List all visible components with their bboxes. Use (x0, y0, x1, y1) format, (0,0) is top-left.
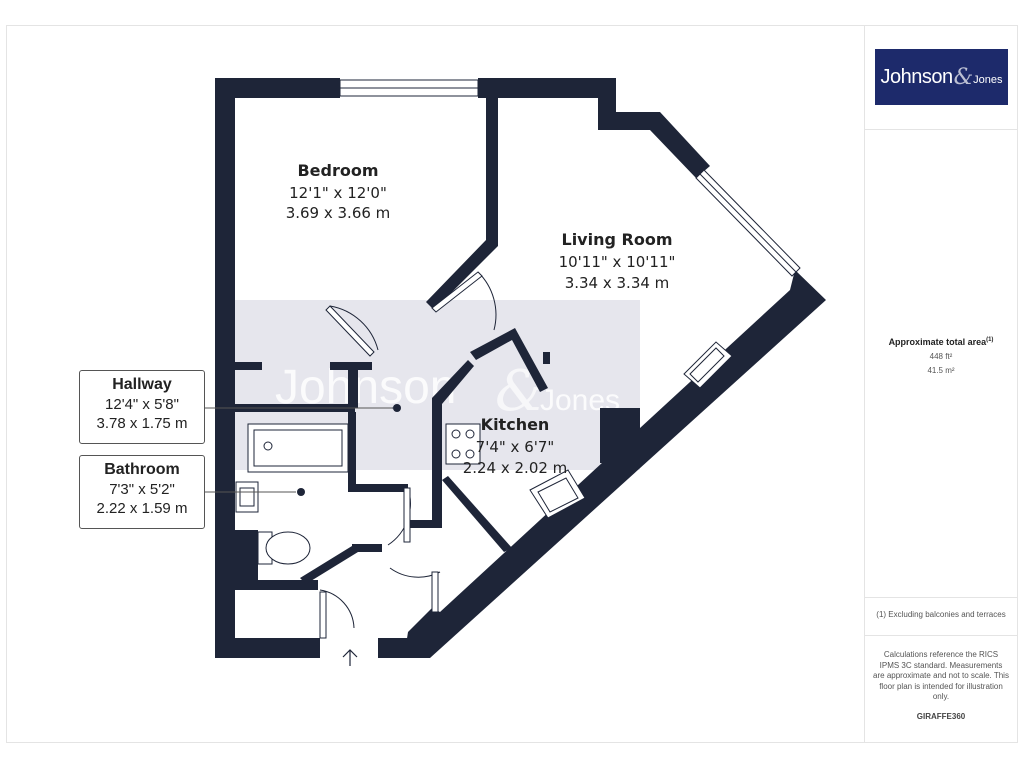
area-superscript: (1) (986, 337, 994, 343)
fixtures (235, 341, 733, 565)
bedroom-imperial: 12'1" x 12'0" (289, 184, 387, 202)
entrance-arrow-icon (342, 649, 358, 666)
panel-divider (865, 129, 1017, 130)
living-room-imperial: 10'11" x 10'11" (559, 253, 676, 271)
panel-divider (865, 635, 1017, 636)
basin-icon (235, 481, 259, 513)
panel-divider (865, 597, 1017, 598)
footnote: (1) Excluding balconies and terraces (876, 610, 1006, 619)
bedroom-metric: 3.69 x 3.66 m (286, 204, 391, 222)
label-kitchen: Kitchen 7'4" x 6'7" 2.24 x 2.02 m (463, 415, 568, 477)
disclaimer: Calculations reference the RICS IPMS 3C … (873, 650, 1009, 701)
area-imperial: 448 ft² (929, 352, 953, 361)
plan-frame (6, 25, 1018, 743)
bathroom-imperial: 7'3" x 5'2" (109, 481, 175, 498)
living-room-name: Living Room (562, 230, 673, 249)
bath-icon (247, 423, 349, 473)
brand-name-left: Johnson (880, 65, 953, 88)
floor-plan: Johnson & Jones (205, 78, 826, 666)
label-living-room: Living Room 10'11" x 10'11" 3.34 x 3.34 … (559, 230, 676, 292)
heater-icon (683, 341, 733, 389)
windows (339, 79, 801, 277)
info-panel: Johnson & Jones Approximate total area(1… (864, 26, 1017, 742)
doors (319, 271, 497, 639)
area-metric: 41.5 m² (927, 366, 955, 375)
area-title-text: Approximate total area (888, 337, 987, 347)
bedroom-name: Bedroom (297, 161, 378, 180)
sink-icon (529, 469, 586, 519)
kitchen-metric: 2.24 x 2.02 m (463, 459, 568, 477)
hallway-metric: 3.78 x 1.75 m (96, 415, 188, 432)
hob-icon (445, 423, 481, 465)
brand-name-right: Jones (973, 74, 1003, 86)
interior-walls (232, 98, 550, 590)
label-bedroom: Bedroom 12'1" x 12'0" 3.69 x 3.66 m (286, 161, 391, 222)
provider-logo: GIRAFFE360 (916, 712, 966, 721)
hallway-imperial: 12'4" x 5'8" (105, 396, 179, 413)
kitchen-name: Kitchen (481, 415, 550, 434)
hallway-name: Hallway (112, 376, 172, 393)
bathroom-name: Bathroom (104, 461, 180, 478)
toilet-icon (257, 531, 311, 565)
living-room-metric: 3.34 x 3.34 m (565, 274, 670, 292)
area-title: Approximate total area(1) (869, 335, 1013, 348)
bathroom-callout: Bathroom 7'3" x 5'2" 2.22 x 1.59 m (79, 455, 205, 529)
hallway-callout: Hallway 12'4" x 5'8" 3.78 x 1.75 m (79, 370, 205, 444)
brand-logo: Johnson & Jones (875, 49, 1008, 105)
brand-ampersand: & (953, 64, 974, 90)
kitchen-imperial: 7'4" x 6'7" (476, 438, 555, 456)
bathroom-metric: 2.22 x 1.59 m (96, 500, 188, 517)
